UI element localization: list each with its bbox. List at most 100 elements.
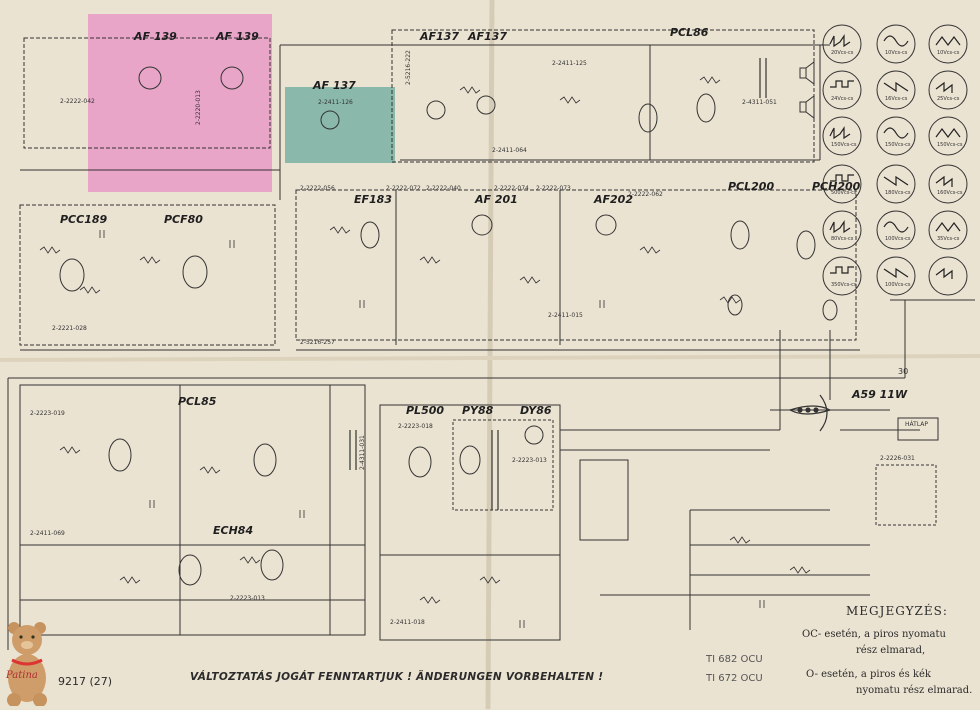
label-af201: AF 201 [474,193,518,206]
pink-highlight-region [88,14,272,192]
waveform-circle [822,256,862,296]
waveform-trace [935,175,953,187]
label-pcl85: PCL85 [178,395,217,408]
patina-watermark: Patina [2,620,52,707]
waveform-trace [935,128,961,138]
waveform-circle [822,70,862,110]
code-m16: 2-2223-019 [30,410,65,417]
waveform-13: 80Vcs-cs [822,210,862,250]
code-m3: 2-2411-125 [552,60,587,67]
waveform-6: 25Vcs-cs [928,70,968,110]
label-af202: AF202 [593,193,633,206]
code-m12: 2-2222-062 [628,191,663,198]
waveform-5: 16Vcs-cs [876,70,916,110]
waveform-7: 150Vcs-cs [822,116,862,156]
label-ech84: ECH84 [213,524,253,537]
code-m8: 2-2222-072 [386,185,421,192]
waveform-grid: 20Vcs-cs 10Vcs-cs 10Vcs-cs 24Vcs-cs 16Vcs-cs… [822,24,968,296]
code-m21: 2-2411-018 [390,619,425,626]
waveform-circle [928,70,968,110]
waveform-circle [876,116,916,156]
waveform-circle [822,164,862,204]
module-codes: 2-2222-042 2-2220-013 2-2411-125 2-2411-… [30,50,915,626]
code-m9: 2-2222-040 [426,185,461,192]
code-m19: 2-2411-069 [30,530,65,537]
code-m18: 2-2223-013 [512,457,547,464]
waveform-circle [822,210,862,250]
waveform-trace [935,81,953,93]
code-m17: 2-2223-018 [398,423,433,430]
waveform-label: 350Vcs-cs [831,282,857,288]
waveform-circle [928,24,968,64]
label-crt: A59 11W [851,388,908,401]
waveform-2: 10Vcs-cs [876,24,916,64]
waveform-label: 500Vcs-cs [831,190,857,196]
waveform-8: 150Vcs-cs [876,116,916,156]
waveform-circle [928,210,968,250]
waveform-12: 160Vcs-cs [928,164,968,204]
waveform-label: 150Vcs-cs [937,142,963,148]
code-m11: 2-2222-073 [536,185,571,192]
fold-crease-vertical [485,0,495,709]
waveform-trace [829,220,851,234]
transformer-symbols [349,58,767,510]
waveform-label: 20Vcs-cs [831,50,854,56]
wiring [7,29,975,650]
waveform-trace [883,81,909,93]
label-dy86: DY86 [520,404,552,417]
waveform-trace [935,222,961,232]
label-af139-a: AF 139 [133,30,177,43]
waveform-16: 350Vcs-cs [822,256,862,296]
waveform-circle [822,116,862,156]
fold-crease-horizontal [0,354,980,362]
label-pl500: PL500 [406,404,444,417]
waveform-label: 25Vcs-cs [937,96,960,102]
model-number-2: TI 672 OCU [706,673,763,684]
note-oc-line2: rész elmarad, [856,645,926,656]
waveform-trace [883,267,909,279]
waveform-4: 24Vcs-cs [822,70,862,110]
code-m10: 2-2222-074 [494,185,529,192]
waveform-trace [935,36,961,46]
code-m1: 2-2222-042 [60,98,95,105]
code-m14: 2-2411-015 [548,312,583,319]
components [39,76,811,628]
waveform-trace [829,34,851,48]
document-number: 9217 (27) [58,675,113,688]
code-m20: 2-2223-013 [230,595,265,602]
waveform-14: 100Vcs-cs [876,210,916,250]
waveform-trace [883,35,909,47]
waveform-label: 100Vcs-cs [885,236,911,242]
waveform-trace [830,174,854,182]
waveform-3: 10Vcs-cs [928,24,968,64]
waveform-18 [928,256,968,296]
hatlap-label: HÁTLAP [905,421,928,428]
waveform-label: 10Vcs-cs [885,50,908,56]
waveform-circle [928,164,968,204]
code-m22: 2-4311-031 [359,435,366,470]
waveform-circle [876,24,916,64]
tube-symbols [59,66,838,586]
teddy-bear-icon [7,622,47,707]
label-30: 30 [898,367,908,376]
speaker-symbols [799,61,815,119]
waveform-trace [883,127,909,139]
label-af137-c: AF 137 [312,79,356,92]
waveform-label: 160Vcs-cs [937,190,963,196]
waveform-trace [830,80,854,88]
hatlap-box [897,417,939,441]
waveform-trace [883,221,909,233]
label-pcf80: PCF80 [164,213,203,226]
code-m7: 2-2222-056 [300,185,335,192]
waveform-17: 100Vcs-cs [876,256,916,296]
code-m2: 2-2220-013 [195,90,202,125]
note-o-line2: nyomatu rész elmarad. [856,685,973,696]
waveform-circle [876,70,916,110]
waveform-circle [928,116,968,156]
waveform-label: 35Vcs-cs [937,236,960,242]
waveform-label: 10Vcs-cs [937,50,960,56]
label-py88: PY88 [462,404,494,417]
label-pcl86: PCL86 [670,26,709,39]
